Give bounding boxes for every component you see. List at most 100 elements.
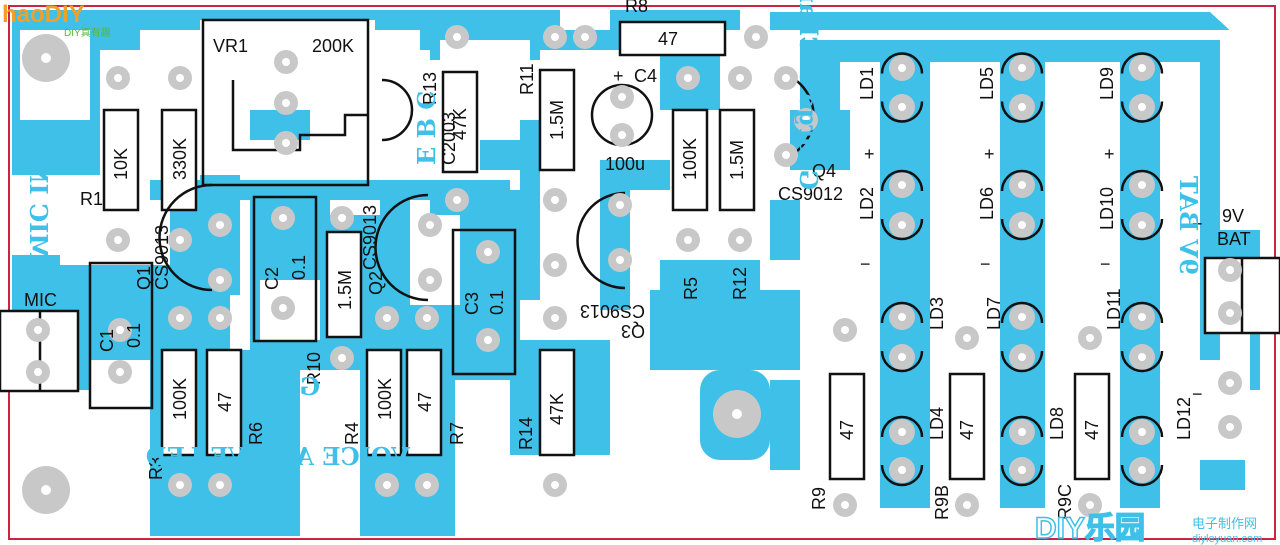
q4-label: Q4 [812,161,836,181]
pad-hole [423,481,431,489]
led-label: LD6 [977,187,997,220]
pad-hole [963,501,971,509]
led-label: LD12 [1174,397,1194,440]
led-label: LD2 [857,187,877,220]
r1-label: R1 [80,189,103,209]
q1-type: CS9013 [152,225,172,290]
led-outline [1000,415,1044,438]
r2-value: 330K [170,138,190,180]
pad-hole [216,276,224,284]
pad-hole [616,256,624,264]
c1-label: C1 [97,329,117,352]
led-outline [1120,218,1164,241]
r7-label: R7 [447,422,467,445]
diyleyuan-cn-text: 电子制作网 [1192,516,1257,531]
pad-hole [279,304,287,312]
bat-9v-label: 9V [1222,206,1244,226]
pad-hole [1086,501,1094,509]
r1-value: 10K [111,148,131,180]
q3-label: Q3 [621,321,645,341]
pad-hole [898,64,906,72]
pad-hole [1018,428,1026,436]
led-outline [1000,52,1044,74]
led-outline [1120,101,1164,123]
led-outline [1120,301,1164,324]
bat-label: BAT [1217,229,1251,249]
led-outline [1000,301,1044,324]
haodiy-logo-text: haoDIY [2,1,85,28]
led-label: LD5 [977,67,997,100]
r9-value: 47 [837,420,857,440]
pad-hole [581,33,589,41]
pad-hole [616,201,624,209]
pad-hole [841,501,849,509]
r11-value: 1.5M [547,100,567,140]
r5-label: R5 [681,277,701,300]
pad-hole [426,276,434,284]
pad-hole [116,368,124,376]
r9b-label: R9B [932,485,952,520]
r3-label: R3 [146,457,166,480]
pad-hole [684,236,692,244]
led-outline [880,52,924,74]
c2003-label: C2003 [439,112,459,165]
pad-hole [216,221,224,229]
led-outline [1000,169,1044,192]
led-outline [880,415,924,438]
pad-hole [618,93,626,101]
c4-value: 100u [605,154,645,174]
r10-label: R10 [304,352,324,385]
pad-hole [1086,334,1094,342]
pad-hole [1018,181,1026,189]
led-label: LD4 [927,407,947,440]
pad-hole [116,326,124,334]
pad-hole [551,33,559,41]
pad-hole [1226,309,1234,317]
r10-value: 1.5M [335,270,355,310]
haodiy-logo: haoDIY DIY真有趣 [2,1,111,39]
pad-hole [684,74,692,82]
vr1-label: VR1 [213,36,248,56]
pad-hole [898,353,906,361]
pad-hole [216,481,224,489]
r12-label: R12 [730,267,750,300]
led-outline [1000,218,1044,241]
battery-minus-sign: − [1192,384,1203,404]
pad-hole [383,314,391,322]
r11-label: R11 [517,63,537,95]
diyleyuan-logo-text: DIY乐园 [1035,512,1145,545]
pad-hole [1018,64,1026,72]
pad-hole [1138,466,1146,474]
ebc-label: E B C [412,91,441,165]
led-label: LD8 [1047,407,1067,440]
led-outline [1000,350,1044,373]
credit-text: George & Charles DIY [794,0,823,190]
led-minus-sign: − [860,254,871,274]
led-minus-sign: − [980,254,991,274]
pad-hole [176,74,184,82]
q2-type: CS9013 [360,205,380,270]
r12-value: 1.5M [727,140,747,180]
c2-label: C2 [262,267,282,290]
pad-hole [1018,103,1026,111]
r4-label: R4 [342,422,362,445]
pad-hole [34,326,42,334]
c4-plus: + [613,66,624,86]
r6-value: 47 [215,392,235,412]
r13-label: R13 [420,72,440,105]
r8-label: R8 [625,0,648,16]
r6-label: R6 [246,422,266,445]
pad-hole [1226,266,1234,274]
pad-hole [1018,221,1026,229]
c3-label: C3 [462,292,482,315]
bottom-side-text: MIC IN GND VOICE ACTIVE LED George & Cha… [24,0,1203,471]
r14-label: R14 [516,417,536,450]
led-label: LD7 [984,297,1004,330]
pad-hole [963,334,971,342]
pad-hole [1138,64,1146,72]
r9b-value: 47 [957,420,977,440]
pad-hole [338,354,346,362]
pad-hole [551,196,559,204]
r9c-value: 47 [1082,420,1102,440]
led-outline [880,301,924,324]
